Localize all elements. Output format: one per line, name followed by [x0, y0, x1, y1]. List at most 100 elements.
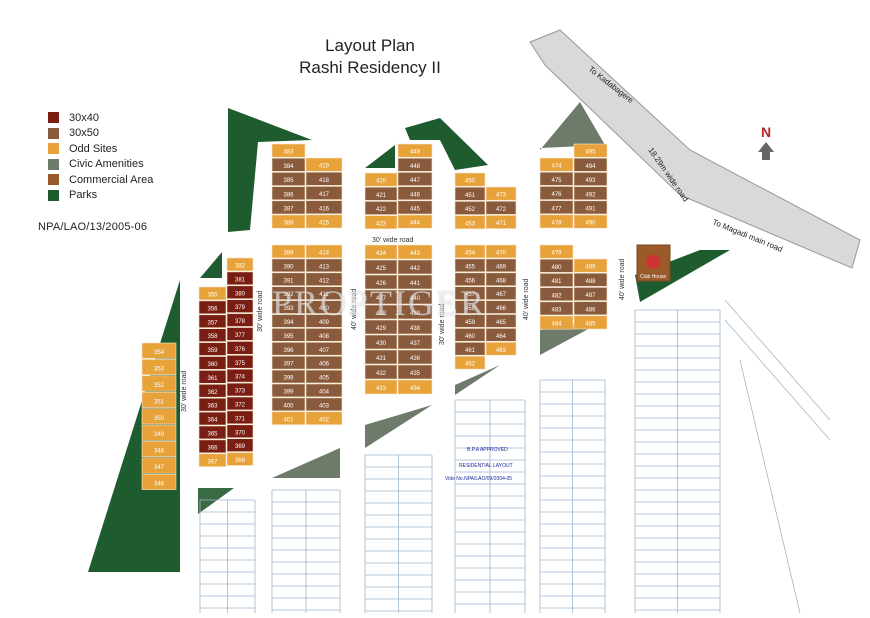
plot-number: 409: [319, 320, 330, 326]
grid-line: [724, 299, 831, 421]
plot-426: [364, 274, 398, 290]
plot-406: [305, 355, 343, 370]
grid-line: [724, 319, 831, 441]
plot-number: 485: [585, 321, 596, 327]
approval-note-2: RESIDENTIAL LAYOUT: [459, 463, 513, 469]
plot-number: 357: [207, 320, 218, 326]
plot-489: [573, 258, 608, 273]
plot-number: 412: [319, 278, 330, 284]
civic-left-bottom: [198, 488, 234, 514]
plot-425: [364, 259, 398, 275]
plot-number: 466: [496, 306, 507, 312]
plot-420: [364, 172, 398, 187]
plot-number: 410: [319, 306, 330, 312]
plot-number: 419: [319, 164, 330, 170]
plot-number: 461: [465, 348, 476, 354]
plot-number: 405: [319, 376, 330, 382]
plot-379: [226, 299, 254, 313]
plot-494: [573, 157, 608, 172]
plot-402: [305, 411, 343, 425]
plot-447: [397, 172, 433, 186]
plot-number: 445: [410, 206, 421, 212]
plot-grid: 3543533523513503493483473463553563573583…: [141, 143, 608, 490]
plot-356: [198, 300, 227, 315]
plot-455: [454, 258, 486, 273]
road-label-30-left: 30' wide road: [257, 290, 264, 332]
plot-number: 453: [465, 221, 476, 227]
plot-457: [454, 286, 486, 300]
plot-number: 441: [410, 281, 421, 287]
plot-number: 392: [283, 292, 294, 298]
plot-number: 473: [496, 193, 507, 199]
plot-392: [271, 286, 306, 300]
plot-number: 381: [235, 277, 246, 283]
plot-number: 351: [154, 399, 165, 405]
legend-label: 30x50: [69, 127, 99, 140]
road-label-30-top: 30' wide road: [372, 237, 414, 244]
plot-number: 489: [585, 265, 596, 271]
plot-number: 455: [465, 264, 476, 270]
plot-number: 486: [585, 307, 596, 313]
plot-398: [271, 369, 306, 384]
plot-number: 403: [319, 403, 330, 409]
plot-414: [305, 244, 343, 259]
plot-number: 493: [585, 178, 596, 184]
plot-number: 434: [410, 386, 421, 392]
plot-number: 371: [235, 416, 246, 422]
park-right: [635, 250, 730, 302]
plot-number: 477: [551, 206, 562, 212]
plot-476: [539, 186, 574, 200]
plot-number: 480: [551, 265, 562, 271]
plot-386: [271, 186, 306, 201]
plot-number: 464: [496, 334, 507, 340]
north-label: N: [760, 124, 772, 140]
plot-number: 418: [319, 178, 330, 184]
plot-376: [226, 341, 254, 355]
plot-475: [539, 171, 574, 186]
plot-number: 431: [376, 356, 387, 362]
plot-411: [305, 286, 343, 300]
plot-391: [271, 272, 306, 286]
plot-number: 389: [283, 250, 294, 256]
legend-item: Commercial Area: [48, 172, 153, 188]
plot-number: 347: [154, 465, 165, 471]
plot-449: [397, 143, 433, 158]
plot-number: 350: [154, 416, 165, 422]
legend-item: Odd Sites: [48, 141, 153, 157]
road-label-40-a: 40' wide road: [351, 288, 358, 330]
plot-number: 490: [585, 221, 596, 227]
plot-461: [454, 341, 486, 356]
plot-number: 494: [585, 164, 596, 170]
plot-number: 384: [283, 164, 294, 170]
grid-line: [739, 359, 801, 614]
plot-number: 408: [319, 334, 330, 340]
plot-number: 449: [410, 150, 421, 156]
plot-number: 444: [410, 221, 421, 227]
plot-number: 491: [585, 206, 596, 212]
plot-number: 346: [154, 481, 165, 487]
plot-388: [271, 214, 306, 229]
plot-number: 460: [465, 334, 476, 340]
park-6: [405, 118, 488, 170]
plot-348: [141, 441, 177, 458]
plot-486: [573, 301, 608, 316]
plot-number: 362: [207, 390, 218, 396]
plot-number: 377: [235, 333, 246, 339]
plot-412: [305, 272, 343, 286]
plot-number: 424: [376, 251, 387, 257]
plot-491: [573, 200, 608, 215]
legend-swatch-commercial: [48, 174, 59, 186]
approval-note-1: B.P.A APPROVED: [467, 447, 508, 453]
plot-number: 443: [410, 251, 421, 257]
plot-474: [539, 157, 574, 172]
plot-382: [226, 257, 254, 272]
plot-number: 448: [410, 164, 421, 170]
plot-number: 369: [235, 444, 246, 450]
plot-number: 385: [283, 178, 294, 184]
plot-466: [485, 300, 517, 314]
plot-428: [364, 304, 398, 320]
approval-note-3: Vide No.NPA/LAO/09/2004-05: [445, 476, 512, 482]
plot-number: 481: [551, 279, 562, 285]
plot-363: [198, 397, 227, 412]
plot-number: 488: [585, 279, 596, 285]
